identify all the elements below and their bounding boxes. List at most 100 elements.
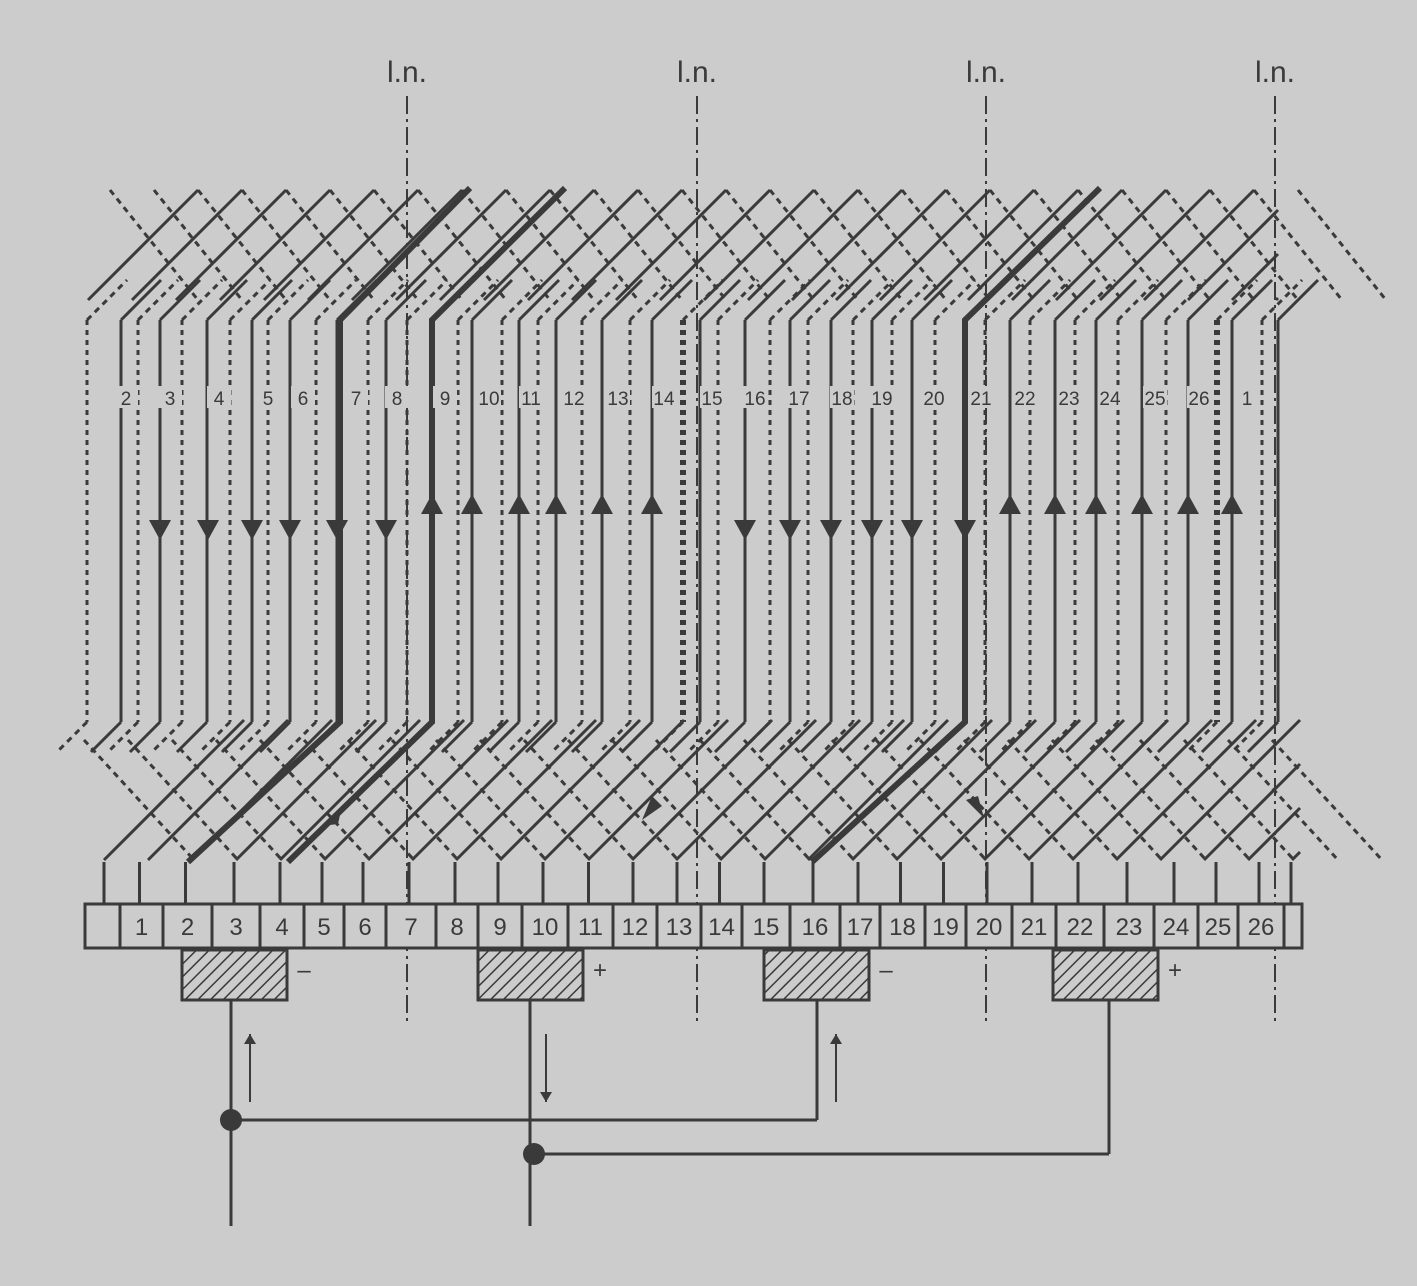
bottom-overhang-wire — [698, 738, 812, 862]
top-overhang-wire — [592, 189, 684, 301]
current-arrow-down — [954, 520, 976, 540]
slot-label-bg — [922, 386, 946, 408]
bottom-overhang-wire — [786, 738, 900, 862]
commutator-segment-label: 10 — [532, 914, 559, 941]
current-arrow-diagonal — [642, 796, 662, 820]
bottom-end-connection — [175, 720, 209, 754]
bottom-end-connection — [1230, 720, 1264, 754]
bottom-end-connection — [799, 720, 833, 754]
slot-label-bg — [1143, 386, 1167, 408]
top-end-connection — [500, 278, 544, 322]
current-arrow-diagonal — [322, 806, 342, 826]
top-overhang-wire — [812, 189, 904, 301]
top-overhang-wire — [614, 188, 728, 302]
top-overhang-wire — [988, 189, 1080, 301]
bottom-overhang-wire — [258, 738, 372, 862]
commutator-segment-label: 15 — [753, 914, 780, 941]
slot-number-label: 7 — [351, 389, 362, 410]
top-end-connection — [405, 278, 449, 322]
bottom-overhang-wire — [478, 738, 592, 862]
slot-number-label: 20 — [923, 389, 944, 410]
brush — [1051, 948, 1160, 1002]
bottom-end-connection — [880, 720, 914, 754]
top-end-connection — [1116, 278, 1160, 322]
bottom-overhang-wire — [830, 738, 944, 862]
commutator-segment-label: 25 — [1205, 914, 1232, 941]
top-end-connection — [890, 278, 934, 322]
slot-number-label: 5 — [263, 389, 274, 410]
top-end-connection — [517, 278, 561, 322]
bottom-end-connection — [1086, 720, 1120, 754]
current-arrow-down — [861, 520, 883, 540]
bottom-end-connection — [1156, 720, 1190, 754]
lead-current-arrow — [244, 1034, 256, 1044]
brush-polarity-label: – — [297, 957, 311, 984]
slot-label-bg — [291, 386, 315, 408]
slot-label-bg — [1187, 386, 1211, 408]
bottom-overhang-wire — [126, 738, 240, 862]
top-end-connection — [1186, 278, 1230, 322]
slot-number-label: 14 — [653, 389, 675, 410]
slot-number-label: 13 — [607, 389, 628, 410]
bottom-end-connection — [89, 720, 123, 754]
bottom-end-connection — [198, 720, 232, 754]
current-arrow-down — [326, 520, 348, 540]
bottom-end-connection — [506, 720, 540, 754]
top-overhang-wire — [680, 189, 772, 301]
brush — [180, 948, 289, 1002]
top-end-connection — [158, 278, 202, 322]
top-end-connection — [314, 278, 358, 322]
bottom-overhang-wire — [1290, 850, 1302, 862]
commutator-segment-label: 12 — [622, 914, 649, 941]
brushes: –+–+ — [180, 948, 1182, 1002]
bottom-end-connection — [620, 720, 654, 754]
commutator-segment-label: 22 — [1067, 914, 1094, 941]
top-overhang-wire — [900, 189, 992, 301]
slot-label-bg — [743, 386, 767, 408]
top-overhang-wire — [1208, 189, 1300, 301]
slot-label-bg — [256, 386, 280, 408]
top-end-connection — [716, 278, 760, 322]
bottom-overhang-wire — [1270, 738, 1384, 862]
bottom-end-connection — [1043, 720, 1077, 754]
slot-label-bg — [207, 386, 231, 408]
commutator-segment-label: 21 — [1021, 914, 1048, 941]
top-end-connection — [983, 278, 1027, 322]
top-end-connection — [650, 278, 694, 322]
slot-label-bg — [1057, 386, 1081, 408]
slot-number-label: 26 — [1188, 389, 1209, 410]
bottom-end-connection — [598, 720, 632, 754]
bottom-end-connection — [1185, 720, 1219, 754]
top-end-connection — [85, 278, 129, 322]
bottom-end-connection — [284, 720, 318, 754]
top-end-connection — [536, 278, 580, 322]
bottom-end-connection — [1023, 720, 1057, 754]
bottom-end-connection — [55, 720, 89, 754]
bottom-end-connection — [860, 720, 894, 754]
commutator-body — [83, 902, 1304, 950]
top-overhang-wire — [746, 188, 860, 302]
slot-number-label: 3 — [165, 389, 176, 410]
traced-coil — [285, 185, 568, 865]
brush — [476, 948, 585, 1002]
top-overhang-wire — [482, 188, 596, 302]
slot-label-bg — [519, 386, 543, 408]
bottom-end-connection — [524, 720, 558, 754]
top-end-connection — [119, 278, 163, 322]
armature-coils — [55, 185, 1388, 904]
slot-label-bg — [606, 386, 630, 408]
bottom-end-connection — [668, 720, 702, 754]
slot-number-label: 1 — [1242, 389, 1253, 410]
bottom-end-connection — [106, 720, 140, 754]
top-end-connection — [228, 278, 272, 322]
bottom-end-connection — [840, 720, 874, 754]
current-arrow-down — [734, 520, 756, 540]
slot-number-label: 21 — [970, 389, 991, 410]
top-overhang-wire — [856, 189, 948, 301]
top-overhang-wire — [504, 189, 596, 301]
slot-number-label: 25 — [1144, 389, 1165, 410]
slot-label-bg — [700, 386, 724, 408]
top-overhang-wire — [1296, 189, 1388, 301]
